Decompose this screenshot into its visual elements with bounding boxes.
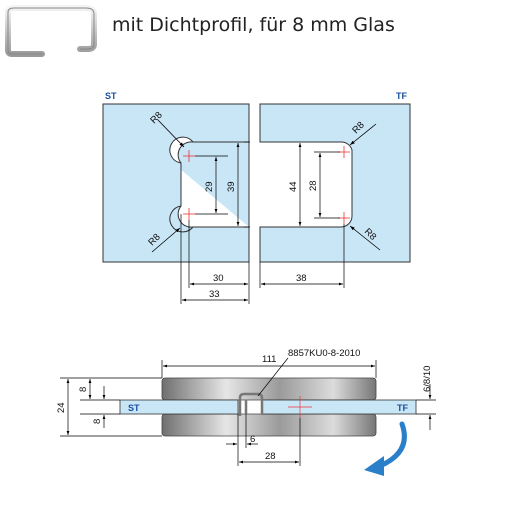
glass-strip-tf	[261, 399, 417, 415]
glass-panel-tf	[259, 103, 411, 263]
part-number: 8857KU0-8-2010	[288, 348, 360, 359]
page-title: mit Dichtprofil, für 8 mm Glas	[112, 14, 395, 36]
seal-profile-section	[238, 392, 264, 416]
label-st-side: ST	[128, 403, 140, 413]
rotation-arrow-icon	[364, 421, 407, 476]
label-tf-top: TF	[396, 91, 407, 101]
dim-lines-right	[298, 143, 340, 226]
dim-24: 24	[56, 402, 67, 413]
dim-8-lower: 8	[92, 419, 103, 424]
center-marks	[183, 146, 350, 224]
side-center-mark	[288, 396, 312, 418]
dim-39: 39	[226, 181, 237, 192]
upper-clamp-plate	[161, 377, 377, 401]
dim-111: 111	[262, 354, 276, 365]
label-st-top: ST	[105, 91, 117, 101]
dim-33: 33	[209, 289, 220, 300]
dim-glass-thickness: 6/8/10	[422, 366, 433, 392]
dim-38: 38	[296, 273, 307, 284]
dim-lines-bottom	[180, 214, 345, 304]
dim-6: 6	[250, 434, 255, 445]
dim-8-upper: 8	[78, 387, 89, 392]
glass-strip-st	[119, 399, 239, 415]
dim-lines-left	[195, 141, 250, 228]
label-tf-side: TF	[397, 403, 408, 413]
dim-44: 44	[288, 181, 299, 192]
lower-clamp-plate	[161, 413, 377, 437]
glass-panel-st-fill	[102, 103, 250, 263]
dim-28-top: 28	[308, 180, 319, 191]
dim-28-side: 28	[265, 451, 276, 462]
seal-profile-icon	[5, 5, 97, 57]
dim-lines-side	[60, 357, 436, 466]
dim-30: 30	[213, 273, 224, 284]
radius-leaders	[151, 119, 381, 253]
dim-29: 29	[204, 181, 215, 192]
